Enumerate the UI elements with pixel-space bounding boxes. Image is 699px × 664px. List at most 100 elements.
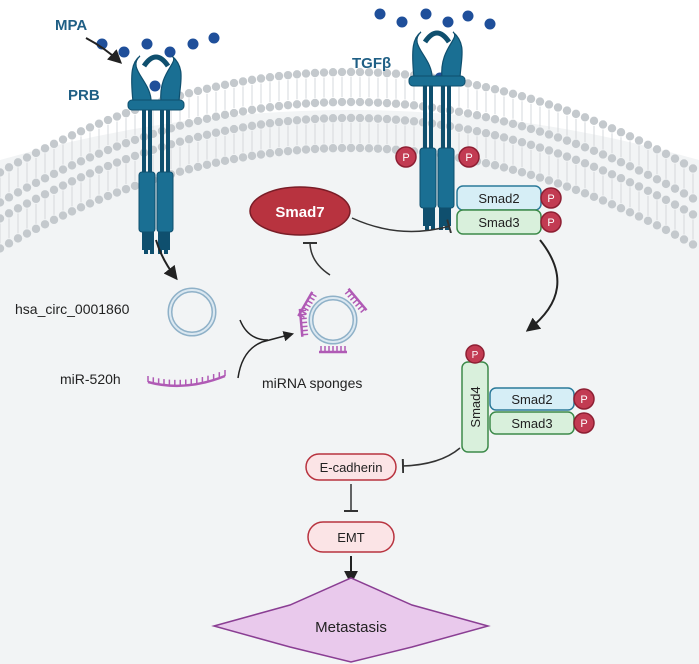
lipid-head [256, 74, 266, 83]
lipid-head [67, 207, 77, 216]
bound-mirna-base [344, 289, 351, 295]
lipid-head [373, 114, 383, 123]
phospho-badge: P [465, 344, 485, 364]
lipid-head [175, 121, 185, 130]
lipid-head [265, 149, 275, 158]
lipid-head [193, 162, 203, 172]
lipid-head [274, 117, 284, 127]
lipid-head [319, 144, 329, 153]
receptor-curl [422, 30, 452, 44]
mir-label: miR-520h [60, 371, 121, 387]
svg-text:E-cadherin: E-cadherin [320, 460, 383, 475]
lipid-head [355, 143, 365, 153]
lipid-head [49, 169, 59, 179]
lipid-head [598, 150, 608, 159]
receptor-domain [437, 147, 455, 209]
lipid-head [283, 116, 293, 126]
lipid-head [616, 158, 626, 167]
lipid-head [220, 156, 230, 166]
lipid-head [256, 150, 266, 159]
lipid-head [121, 108, 131, 118]
lipid-head [229, 108, 239, 118]
lipid-head [364, 144, 374, 153]
phospho-badge: P [573, 388, 595, 410]
lipid-head [319, 98, 329, 107]
smad4-node: Smad4 [461, 361, 489, 453]
lipid-head [247, 121, 257, 131]
lipid-head [571, 139, 581, 149]
lipid-head [589, 146, 599, 156]
lipid-head [229, 78, 239, 88]
lipid-head [265, 119, 275, 128]
lipid-head [103, 115, 113, 125]
lipid-head [499, 117, 509, 126]
ligand-dot [484, 18, 496, 30]
lipid-head [238, 77, 248, 86]
lipid-head [652, 175, 662, 184]
lipid-head [490, 115, 500, 124]
lipid-head [400, 116, 410, 125]
lipid-head [517, 92, 527, 101]
lipid-head [4, 163, 14, 172]
lipid-head [598, 196, 608, 205]
lipid-head [4, 193, 14, 202]
lipid-head [103, 191, 113, 201]
lipid-head [85, 153, 95, 162]
lipid-head [589, 116, 599, 126]
lipid-head [580, 143, 590, 152]
lipid-head [184, 119, 194, 128]
receptor-tail [445, 208, 449, 230]
prb-receptor [127, 54, 185, 254]
lipid-head [58, 165, 68, 174]
lipid-head [490, 85, 500, 94]
lipid-head [652, 191, 662, 200]
ecadherin-node: E-cadherin [305, 453, 397, 481]
ligand-dot [141, 38, 153, 50]
lipid-head [220, 126, 230, 136]
svg-text:P: P [472, 350, 479, 361]
lipid-head [328, 144, 338, 153]
lipid-head [31, 224, 41, 234]
bound-mirna-base [301, 325, 308, 328]
lipid-head [238, 107, 248, 116]
lipid-head [49, 139, 59, 149]
lipid-head [130, 135, 140, 145]
lipid-head [301, 99, 311, 108]
lipid-head [391, 115, 401, 124]
lipid-head [526, 140, 536, 150]
lipid-head [373, 144, 383, 153]
lipid-head [499, 133, 509, 142]
lipid-head [337, 143, 347, 153]
bound-mirna-base [355, 301, 361, 307]
lipid-head [544, 146, 554, 155]
receptor-head [131, 55, 152, 103]
lipid-head [301, 115, 311, 124]
lipid-head [463, 125, 473, 134]
smad3-bottom-node: Smad3 [489, 411, 575, 435]
lipid-head [328, 98, 338, 107]
lipid-head [247, 105, 257, 115]
lipid-head [472, 81, 482, 90]
lipid-head [346, 97, 356, 107]
lipid-head [688, 210, 698, 219]
lipid-head [4, 209, 14, 218]
lipid-head [526, 170, 536, 180]
bound-mirna-base [304, 303, 311, 308]
phospho-badge: P [458, 146, 480, 168]
receptor-tail [425, 208, 429, 230]
lipid-head [22, 153, 32, 162]
lipid-head [409, 101, 419, 110]
lipid-head [247, 75, 257, 85]
lipid-head [4, 239, 14, 248]
lipid-head [382, 68, 392, 78]
lipid-head [328, 68, 338, 77]
lipid-head [364, 68, 374, 77]
lipid-head [454, 123, 464, 132]
mir-520h-strand [147, 370, 226, 388]
lipid-head [184, 165, 194, 174]
cell-cytoplasm [0, 110, 699, 664]
lipid-head [652, 221, 662, 230]
lipid-head [454, 107, 464, 116]
lipid-head [463, 109, 473, 118]
lipid-head [175, 167, 185, 176]
